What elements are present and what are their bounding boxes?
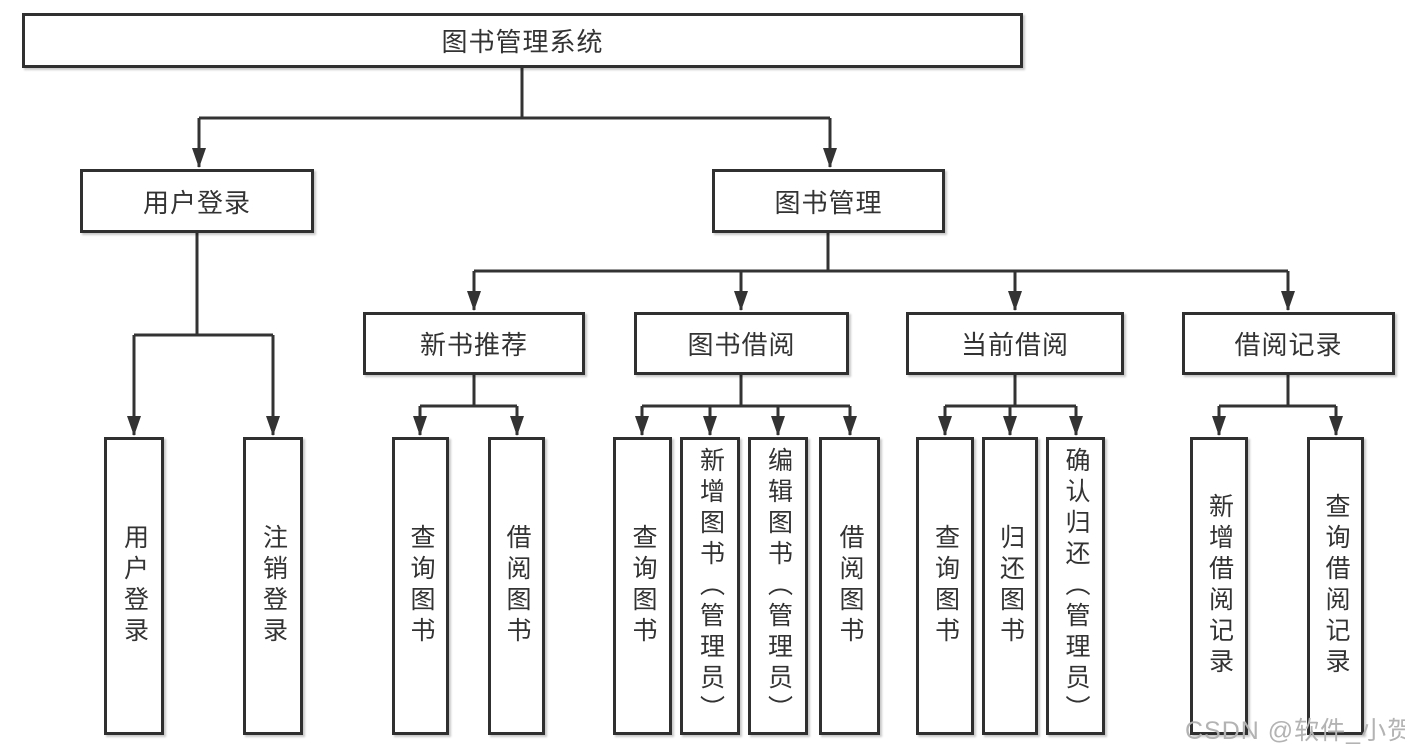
node-label: 图书管理系统 — [441, 27, 604, 57]
node-label: 图书借阅 — [687, 330, 796, 360]
leaf-add-books-admin: 新增图书（管理员） — [680, 437, 740, 735]
watermark-csdn: CSDN @软件_小贺同学 — [1185, 717, 1405, 745]
node-label: 查询图书 — [931, 524, 960, 648]
node-label: 当前借阅 — [960, 330, 1069, 360]
leaf-query-books-borrowing: 查询图书 — [613, 437, 672, 735]
node-label: 用户登录 — [142, 187, 251, 218]
leaf-return-books: 归还图书 — [982, 437, 1038, 735]
node-current-borrowing: 当前借阅 — [906, 312, 1124, 375]
node-label: 新增图书（管理员） — [696, 446, 725, 726]
leaf-borrow-books-recommend: 借阅图书 — [488, 437, 545, 735]
leaf-borrow-books-borrowing: 借阅图书 — [819, 437, 880, 735]
node-label: 查询借阅记录 — [1322, 493, 1350, 679]
leaf-confirm-return-admin: 确认归还（管理员） — [1046, 437, 1105, 735]
node-library-management-system: 图书管理系统 — [22, 13, 1023, 68]
node-label: 确认归还（管理员） — [1062, 446, 1090, 726]
node-label: 借阅图书 — [836, 524, 864, 648]
leaf-query-borrowing-record: 查询借阅记录 — [1307, 437, 1364, 735]
node-label: 用户登录 — [120, 524, 149, 648]
node-label: 查询图书 — [629, 524, 657, 648]
node-label: 借阅图书 — [503, 524, 531, 648]
node-book-management: 图书管理 — [712, 169, 945, 233]
node-book-borrowing: 图书借阅 — [634, 312, 849, 375]
leaf-query-books-current: 查询图书 — [916, 437, 974, 735]
node-label: 查询图书 — [407, 524, 435, 648]
node-label: 归还图书 — [996, 524, 1025, 648]
node-label: 新增借阅记录 — [1205, 493, 1234, 679]
leaf-user-login: 用户登录 — [104, 437, 164, 735]
leaf-edit-books-admin: 编辑图书（管理员） — [748, 437, 808, 735]
node-label: 注销登录 — [259, 524, 288, 648]
leaf-logout: 注销登录 — [243, 437, 303, 735]
node-user-login: 用户登录 — [80, 169, 314, 233]
node-label: 借阅记录 — [1234, 330, 1343, 360]
node-label: 图书管理 — [774, 187, 883, 218]
leaf-add-borrowing-record: 新增借阅记录 — [1190, 437, 1248, 735]
node-label: 编辑图书（管理员） — [764, 446, 793, 726]
node-new-book-recommendation: 新书推荐 — [363, 312, 585, 375]
node-label: 新书推荐 — [419, 330, 528, 360]
leaf-query-books-recommend: 查询图书 — [392, 437, 449, 735]
node-borrowing-records: 借阅记录 — [1182, 312, 1395, 375]
